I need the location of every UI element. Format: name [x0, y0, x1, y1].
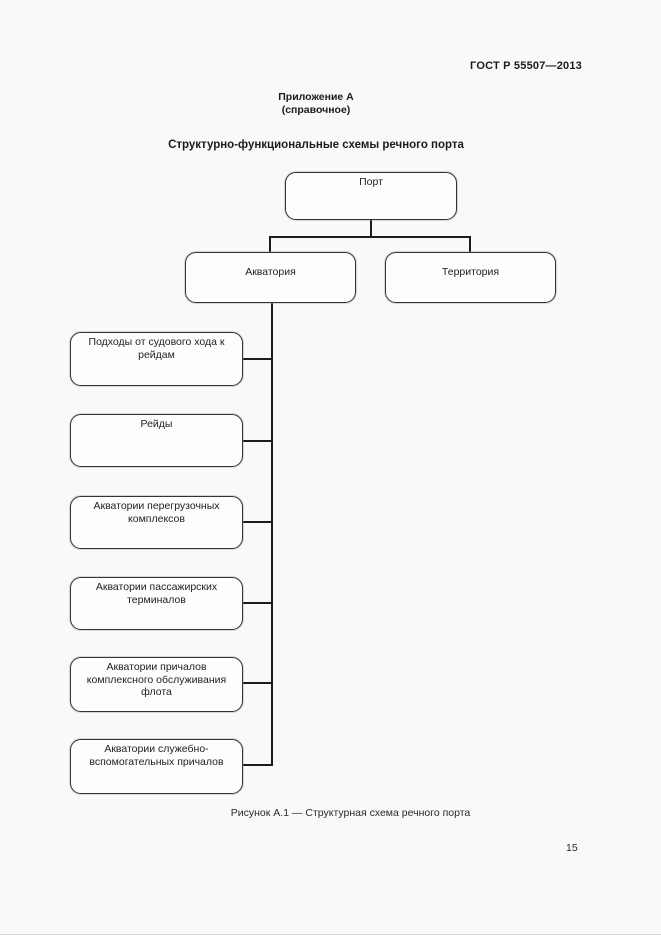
diagram-node-roadsteads: Рейды: [70, 414, 243, 467]
appendix-heading: Приложение А (справочное): [0, 91, 632, 116]
section-title: Структурно-функциональные схемы речного …: [168, 139, 464, 151]
appendix-label: Приложение А: [278, 91, 354, 103]
appendix-note: (справочное): [281, 103, 351, 116]
diagram-node-passenger-aquatories: Акватории пассажирских терминалов: [70, 577, 243, 630]
diagram-node-auxiliary-aquatories: Акватории служебно-вспомогательных прича…: [70, 739, 243, 794]
diagram-node-port: Порт: [285, 172, 457, 220]
figure-caption: Рисунок А.1 — Структурная схема речного …: [230, 807, 471, 819]
connector-stub-aquatory: [269, 236, 271, 252]
connector-branch-5: [242, 682, 272, 684]
connector-branch-3: [242, 521, 272, 523]
connector-branch-2: [242, 440, 272, 442]
diagram-node-territory: Территория: [385, 252, 556, 303]
connector-horizontal-bar: [269, 236, 471, 238]
diagram-node-fleet-service-aquatories: Акватории причалов комплексного обслужив…: [70, 657, 243, 712]
doc-number: ГОСТ Р 55507—2013: [470, 60, 582, 72]
connector-trunk: [271, 303, 273, 766]
diagram-node-aquatory: Акватория: [185, 252, 356, 303]
connector-port-down: [370, 220, 372, 237]
connector-branch-4: [242, 602, 272, 604]
diagram-node-cargo-aquatories: Акватории перегрузочных комплексов: [70, 496, 243, 549]
page-number: 15: [566, 842, 578, 854]
connector-stub-territory: [469, 236, 471, 252]
diagram-node-approaches: Подходы от судового хода к рейдам: [70, 332, 243, 386]
connector-branch-1: [242, 358, 272, 360]
connector-branch-6: [242, 764, 272, 766]
